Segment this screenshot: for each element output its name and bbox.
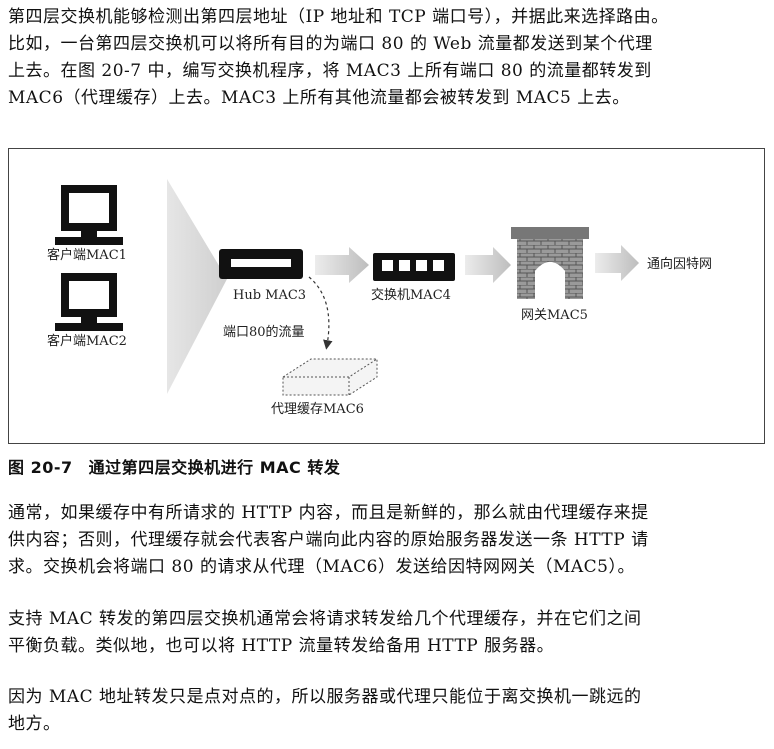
- text-line: 平衡负载。类似地，也可以将 HTTP 流量转发给备用 HTTP 服务器。: [8, 636, 555, 656]
- text-line: 通常，如果缓存中有所请求的 HTTP 内容，而且是新鲜的，那么就由代理缓存来提: [8, 503, 649, 523]
- text-line: 第四层交换机能够检测出第四层地址（IP 地址和 TCP 端口号），并据此来选择路…: [8, 7, 669, 27]
- switch-icon: [373, 253, 455, 281]
- figure-mac-forwarding: 客户端MAC1 客户端MAC2 Hub MAC3 交换机MAC4: [8, 148, 765, 444]
- computer-icon: [55, 185, 123, 245]
- arrow-icon: [465, 247, 511, 283]
- caption-title: 通过第四层交换机进行 MAC 转发: [88, 458, 341, 477]
- hub-label: Hub MAC3: [233, 288, 306, 303]
- gateway-icon: [511, 227, 589, 299]
- funnel-arrow: [167, 179, 227, 394]
- port80-arrow: [308, 276, 333, 350]
- text-line: 求。交换机会将端口 80 的请求从代理（MAC6）发送给因特网网关（MAC5）。: [8, 557, 635, 577]
- gateway-label: 网关MAC5: [521, 308, 588, 323]
- arrow-icon: [595, 245, 639, 281]
- client1-label: 客户端MAC1: [47, 247, 127, 263]
- switch-label: 交换机MAC4: [371, 287, 451, 303]
- intro-paragraph: 第四层交换机能够检测出第四层地址（IP 地址和 TCP 端口号），并据此来选择路…: [8, 4, 768, 112]
- text-line: 比如，一台第四层交换机可以将所有目的为端口 80 的 Web 流量都发送到某个代…: [8, 34, 653, 54]
- text-line: 地方。: [8, 714, 61, 734]
- body-paragraph: 因为 MAC 地址转发只是点对点的，所以服务器或代理只能位于离交换机一跳远的 地…: [8, 684, 768, 738]
- hub-icon: [219, 249, 303, 279]
- proxy-label: 代理缓存MAC6: [271, 402, 364, 417]
- text-line: MAC6（代理缓存）上去。MAC3 上所有其他流量都会被转发到 MAC5 上去。: [8, 88, 630, 108]
- body-paragraph: 支持 MAC 转发的第四层交换机通常会将请求转发给几个代理缓存，并在它们之间 平…: [8, 606, 768, 660]
- figure-caption: 图 20-7 通过第四层交换机进行 MAC 转发: [8, 454, 340, 478]
- text-line: 支持 MAC 转发的第四层交换机通常会将请求转发给几个代理缓存，并在它们之间: [8, 609, 642, 629]
- computer-icon: [55, 273, 123, 331]
- arrow-icon: [315, 247, 369, 283]
- body-paragraph: 通常，如果缓存中有所请求的 HTTP 内容，而且是新鲜的，那么就由代理缓存来提 …: [8, 500, 768, 581]
- port80-label: 端口80的流量: [223, 324, 305, 340]
- proxy-cache-icon: [282, 358, 378, 396]
- text-line: 上去。在图 20-7 中，编写交换机程序，将 MAC3 上所有端口 80 的流量…: [8, 61, 652, 81]
- client2-label: 客户端MAC2: [47, 333, 127, 349]
- caption-number: 图 20-7: [8, 458, 73, 477]
- network-diagram: 客户端MAC1 客户端MAC2 Hub MAC3 交换机MAC4: [47, 179, 712, 417]
- internet-label: 通向因特网: [647, 256, 712, 272]
- text-line: 因为 MAC 地址转发只是点对点的，所以服务器或代理只能位于离交换机一跳远的: [8, 687, 642, 707]
- text-line: 供内容；否则，代理缓存就会代表客户端向此内容的原始服务器发送一条 HTTP 请: [8, 530, 649, 550]
